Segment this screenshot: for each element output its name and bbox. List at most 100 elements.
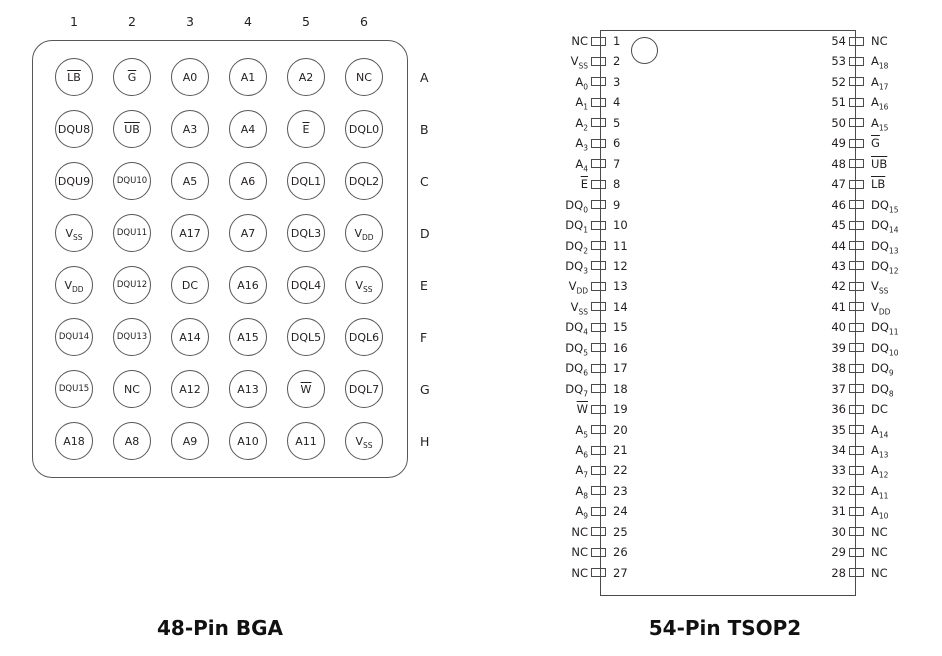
pin-number: 43 bbox=[831, 258, 846, 273]
pin-label-a6: A6 bbox=[575, 443, 588, 460]
bga-pin-w: W bbox=[287, 370, 325, 408]
pin-lead-icon bbox=[591, 404, 606, 414]
pin-label-dq13: DQ13 bbox=[871, 238, 899, 255]
pin-lead-icon bbox=[591, 179, 606, 189]
bga-cell: DQU15 bbox=[45, 363, 103, 415]
bga-cell: DQU13 bbox=[103, 311, 161, 363]
bga-cell: A14 bbox=[161, 311, 219, 363]
pin-label-a3: A3 bbox=[575, 136, 588, 153]
pin-label-dq3: DQ3 bbox=[565, 258, 588, 276]
bga-pin-dql7: DQL7 bbox=[345, 370, 383, 408]
pin-label-dq1: DQ1 bbox=[565, 218, 588, 235]
bga-cell: DQL5 bbox=[277, 311, 335, 363]
pin-lead-icon bbox=[591, 159, 606, 169]
bga-pin-a17: A17 bbox=[171, 214, 209, 252]
pin-number: 4 bbox=[613, 95, 621, 110]
bga-cell: VDD bbox=[335, 207, 393, 259]
pin-number: 21 bbox=[613, 443, 628, 457]
bga-cell: A1 bbox=[219, 51, 277, 103]
bga-cell: DQU10 bbox=[103, 155, 161, 207]
pin-label-vdd: VDD bbox=[568, 279, 588, 296]
bga-pin-a2: A2 bbox=[287, 58, 325, 96]
bga-cell: NC bbox=[335, 51, 393, 103]
pin-label-a10: A10 bbox=[871, 504, 889, 521]
pin-number: 50 bbox=[831, 115, 846, 130]
tsop-pin-15: DQ4 15 bbox=[528, 317, 628, 337]
bga-cell: A11 bbox=[277, 415, 335, 467]
pin-lead-icon bbox=[591, 384, 606, 394]
pin-lead-icon bbox=[849, 506, 864, 516]
bga-cell: A3 bbox=[161, 103, 219, 155]
pin-lead-icon bbox=[591, 486, 606, 496]
bga-pin-ub: UB bbox=[113, 110, 151, 148]
bga-pin-dql5: DQL5 bbox=[287, 318, 325, 356]
pin-label-dq4: DQ4 bbox=[565, 320, 588, 337]
bga-pin-a5: A5 bbox=[171, 162, 209, 200]
pin-label-a1: A1 bbox=[575, 95, 588, 112]
tsop-package-outline bbox=[600, 30, 856, 596]
pin-number: 20 bbox=[613, 422, 628, 437]
pin-lead-icon bbox=[849, 363, 864, 373]
pin-number: 31 bbox=[831, 504, 846, 519]
pin-lead-icon bbox=[849, 261, 864, 271]
bga-cell: DC bbox=[161, 259, 219, 311]
bga-cell: A0 bbox=[161, 51, 219, 103]
bga-row-label: E bbox=[420, 277, 428, 293]
pin-number: 52 bbox=[831, 74, 846, 89]
pin-label-dc: DC bbox=[871, 402, 888, 417]
pin-lead-icon bbox=[849, 568, 864, 578]
pin-label-vss: VSS bbox=[570, 299, 588, 317]
pin-label-g: G bbox=[871, 136, 880, 151]
pin-number: 15 bbox=[613, 320, 628, 335]
pin-lead-icon bbox=[591, 200, 606, 210]
bga-cell: A12 bbox=[161, 363, 219, 415]
pin-number: 48 bbox=[831, 156, 846, 171]
pin-number: 44 bbox=[831, 238, 846, 253]
pin-number: 27 bbox=[613, 565, 628, 580]
pin-number: 46 bbox=[831, 197, 846, 212]
bga-cell: A5 bbox=[161, 155, 219, 207]
pin-lead-icon bbox=[591, 77, 606, 87]
pin-lead-icon bbox=[849, 36, 864, 46]
bga-cell: VSS bbox=[45, 207, 103, 259]
pin-lead-icon bbox=[591, 56, 606, 66]
bga-cell: DQU14 bbox=[45, 311, 103, 363]
pin-label-dq15: DQ15 bbox=[871, 197, 899, 214]
bga-cell: DQL0 bbox=[335, 103, 393, 155]
pin-number: 33 bbox=[831, 463, 846, 478]
bga-row-label: C bbox=[420, 173, 429, 189]
pin-lead-icon bbox=[591, 118, 606, 128]
bga-pin-dqu10: DQU10 bbox=[113, 162, 151, 200]
pin-lead-icon bbox=[591, 322, 606, 332]
pin-lead-icon bbox=[591, 138, 606, 148]
pin-number: 40 bbox=[831, 320, 846, 335]
pin-label-dq12: DQ12 bbox=[871, 258, 899, 276]
pin-number: 8 bbox=[613, 177, 621, 192]
bga-cell: A10 bbox=[219, 415, 277, 467]
bga-row-label: H bbox=[420, 433, 430, 449]
bga-cell: G bbox=[103, 51, 161, 103]
pin-number: 17 bbox=[613, 361, 628, 376]
bga-cell: A8 bbox=[103, 415, 161, 467]
bga-pin-dql4: DQL4 bbox=[287, 266, 325, 304]
pin-lead-icon bbox=[591, 343, 606, 353]
bga-cell: A6 bbox=[219, 155, 277, 207]
